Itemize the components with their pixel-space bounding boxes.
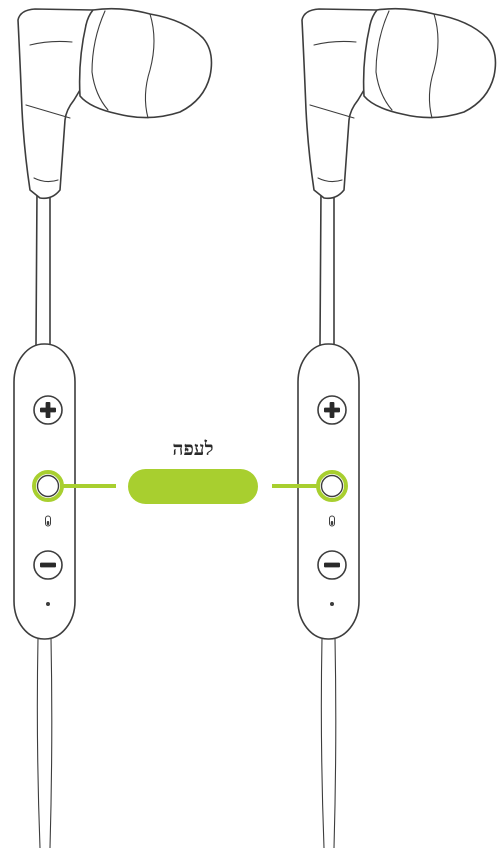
earbud-right <box>301 7 497 200</box>
callout-pill <box>128 469 258 504</box>
plus-icon <box>324 402 340 418</box>
minus-icon <box>40 562 56 568</box>
earphone-left <box>13 7 213 848</box>
callout-label: לעפה <box>173 438 214 460</box>
plus-icon <box>40 402 56 418</box>
indicator-light-left <box>46 602 50 606</box>
volume-up-button-right[interactable] <box>317 395 347 425</box>
indicator-light-right <box>330 602 334 606</box>
remote-right <box>297 343 360 640</box>
volume-down-button-left[interactable] <box>33 550 63 580</box>
callout: לעפה <box>62 438 318 504</box>
cable-upper-left <box>35 189 51 346</box>
cable-upper-right <box>319 189 335 346</box>
volume-up-button-left[interactable] <box>33 395 63 425</box>
center-button-right[interactable] <box>316 470 348 502</box>
microphone-icon-left <box>45 515 51 527</box>
remote-left <box>13 343 76 640</box>
center-button-left[interactable] <box>32 470 64 502</box>
earphone-right <box>297 7 497 848</box>
minus-icon <box>324 562 340 568</box>
earbud-left <box>17 7 213 200</box>
cable-lower-left <box>36 637 53 848</box>
microphone-icon-right <box>329 515 335 527</box>
cable-lower-right <box>320 637 337 848</box>
volume-down-button-right[interactable] <box>317 550 347 580</box>
